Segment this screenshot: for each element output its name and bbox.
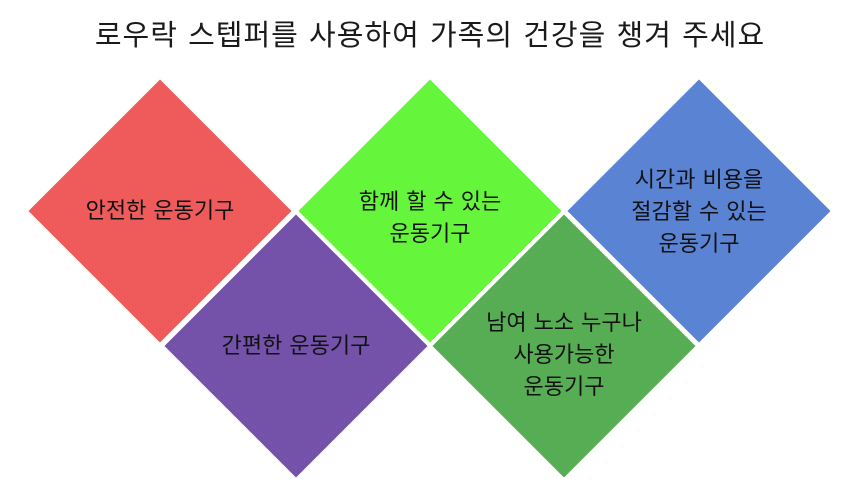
diamond-safe-line-1: 안전한 운동기구 <box>85 199 235 224</box>
diamond-all-ages-line-2: 사용가능한 <box>513 343 615 368</box>
diamond-save-line-2: 절감할 수 있는 <box>631 200 767 225</box>
diamond-save-line-1: 시간과 비용을 <box>634 168 764 193</box>
page-title: 로우락 스텝퍼를 사용하여 가족의 건강을 챙겨 주세요 <box>94 18 766 52</box>
diamond-together-label: 함께 할 수 있는 운동기구 <box>359 187 501 251</box>
diamond-convenient-line-1: 간편한 운동기구 <box>221 334 371 359</box>
diamond-all-ages-line-3: 운동기구 <box>523 375 605 400</box>
diamond-all-ages-line-1: 남여 노소 누구나 <box>486 311 642 336</box>
diamond-together-line-1: 함께 할 수 있는 <box>358 190 502 215</box>
diamond-save-label: 시간과 비용을 절감할 수 있는 운동기구 <box>631 165 766 261</box>
diamond-convenient-label: 간편한 운동기구 <box>222 331 371 363</box>
diamond-safe-label: 안전한 운동기구 <box>86 196 235 228</box>
diamond-together-line-2: 운동기구 <box>389 222 471 247</box>
diamond-save-line-3: 운동기구 <box>658 232 740 257</box>
diamond-all-ages-label: 남여 노소 누구나 사용가능한 운동기구 <box>486 308 642 404</box>
